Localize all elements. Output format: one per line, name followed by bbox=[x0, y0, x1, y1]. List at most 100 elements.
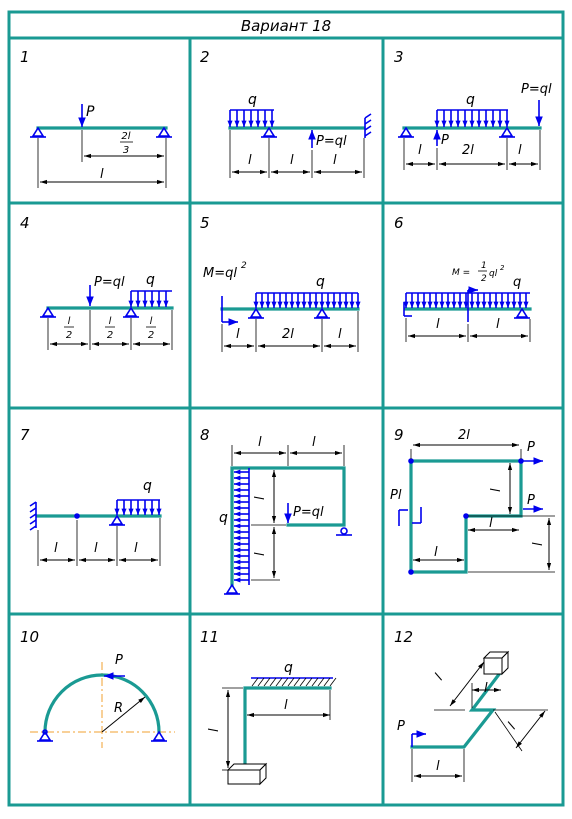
scheme-7: q l l l bbox=[29, 478, 162, 566]
cell8-len-v1: l bbox=[253, 496, 268, 500]
scheme-6: q M = 1 2 ql 2 l l bbox=[403, 261, 532, 342]
scheme-5: q M=ql 2 l 2l l bbox=[203, 261, 361, 352]
load-hatch bbox=[287, 677, 295, 687]
scheme-1: P 2l 3 l bbox=[30, 104, 172, 188]
cell-number-3: 3 bbox=[394, 48, 404, 66]
load-hatch bbox=[263, 677, 271, 687]
cell8-p-label: P=ql bbox=[293, 505, 324, 520]
cell-number-12: 12 bbox=[394, 628, 413, 646]
cell-number-7: 7 bbox=[20, 426, 30, 444]
cell2-p-label: P=ql bbox=[316, 134, 347, 149]
cell6-m-ql: ql bbox=[489, 269, 498, 279]
cell4-len1-den: 2 bbox=[66, 330, 72, 341]
cell4-len3-den: 2 bbox=[148, 330, 154, 341]
cell8-len-top1: l bbox=[258, 435, 262, 450]
load-hatch bbox=[275, 677, 283, 687]
cell10-p-label: P bbox=[115, 653, 123, 668]
cell2-len3: l bbox=[333, 153, 337, 168]
cell12-p-label: P bbox=[397, 719, 405, 734]
cell9-len-v1: l bbox=[489, 488, 504, 492]
cell3-pql-label: P=ql bbox=[521, 82, 552, 97]
load-hatch bbox=[323, 677, 331, 687]
cell4-len3-num: l bbox=[150, 316, 153, 327]
cell1-load-label: P bbox=[86, 104, 95, 120]
cell5-len1: l bbox=[236, 327, 240, 342]
cell12-len2: l bbox=[484, 681, 488, 696]
cell-number-4: 4 bbox=[20, 214, 30, 232]
cell-number-6: 6 bbox=[394, 214, 404, 232]
cell12-len1: l bbox=[432, 671, 446, 683]
cell8-len-v2: l bbox=[253, 552, 268, 556]
cell7-len2: l bbox=[94, 541, 98, 556]
cell10-r-label: R bbox=[114, 701, 123, 716]
cell6-len2: l bbox=[496, 317, 500, 332]
cell2-q-label: q bbox=[248, 92, 257, 108]
scheme-11: q l l bbox=[207, 660, 337, 786]
load-hatch bbox=[269, 677, 277, 687]
cell6-q-label: q bbox=[513, 275, 521, 290]
load-hatch bbox=[317, 677, 325, 687]
cell6-m-den: 2 bbox=[481, 274, 487, 284]
load-hatch bbox=[311, 677, 319, 687]
scheme-12: l l P l l bbox=[397, 650, 548, 782]
cell4-len2-den: 2 bbox=[107, 330, 113, 341]
cell1-frac-den: 3 bbox=[123, 145, 129, 156]
cell5-m-label: M=ql bbox=[203, 266, 237, 281]
cell8-len-top2: l bbox=[312, 435, 316, 450]
load-hatch bbox=[329, 677, 337, 687]
cell7-len1: l bbox=[54, 541, 58, 556]
cell2-len2: l bbox=[290, 153, 294, 168]
load-hatch bbox=[257, 677, 265, 687]
cell5-len3: l bbox=[338, 327, 342, 342]
cell3-len2: 2l bbox=[462, 143, 474, 158]
cell3-len1: l bbox=[418, 143, 422, 158]
load-hatch bbox=[305, 677, 313, 687]
cell1-length: l bbox=[100, 167, 104, 182]
cell6-m-num: 1 bbox=[481, 261, 487, 271]
load-hatch bbox=[293, 677, 301, 687]
scheme-3: q P=ql P l 2l l bbox=[398, 82, 552, 170]
cell-number-10: 10 bbox=[20, 628, 39, 646]
scheme-10: R P bbox=[30, 653, 175, 748]
cell6-m-exp: 2 bbox=[500, 264, 505, 272]
cell-number-5: 5 bbox=[200, 214, 210, 232]
cell9-p-mid: P bbox=[527, 493, 535, 508]
cell5-m-exp: 2 bbox=[241, 261, 247, 271]
cell3-p-label: P bbox=[441, 133, 449, 148]
cell9-p-top: P bbox=[527, 440, 535, 455]
cell9-len-h1: l bbox=[489, 516, 493, 531]
load-hatch bbox=[251, 677, 259, 687]
cell2-len1: l bbox=[248, 153, 252, 168]
cell-number-9: 9 bbox=[394, 426, 404, 444]
variant-title: Вариант 18 bbox=[241, 17, 331, 35]
cell1-frac-num: 2l bbox=[121, 131, 130, 142]
cell-number-1: 1 bbox=[20, 48, 30, 66]
cell4-q-label: q bbox=[146, 272, 155, 288]
load-hatch bbox=[299, 677, 307, 687]
cell3-len3: l bbox=[518, 143, 522, 158]
cell12-len4: l bbox=[436, 759, 440, 774]
cell4-len1-num: l bbox=[68, 316, 71, 327]
scheme-4: q P=ql l 2 l 2 l 2 bbox=[40, 272, 174, 350]
load-hatch bbox=[281, 677, 289, 687]
cell8-q-label: q bbox=[219, 510, 228, 526]
cell6-len1: l bbox=[436, 317, 440, 332]
cell9-pl-label: Pl bbox=[390, 488, 402, 503]
cell11-len-v: l bbox=[207, 728, 222, 732]
cell9-len-2l: 2l bbox=[458, 428, 470, 443]
cell4-len2-num: l bbox=[109, 316, 112, 327]
cell7-q-label: q bbox=[143, 478, 152, 494]
scheme-9: 2l P Pl l P l l l bbox=[390, 428, 555, 575]
cell9-len-v2: l bbox=[531, 542, 546, 546]
cell3-q-label: q bbox=[466, 92, 475, 108]
cell6-m-label: M = bbox=[452, 268, 470, 278]
cell9-len-h2: l bbox=[434, 545, 438, 560]
cell5-q-label: q bbox=[316, 274, 325, 290]
cell-number-8: 8 bbox=[200, 426, 210, 444]
cell-number-2: 2 bbox=[200, 48, 210, 66]
cell11-q-label: q bbox=[284, 660, 293, 676]
scheme-2: q P=ql l l l bbox=[227, 92, 372, 178]
cell7-len3: l bbox=[134, 541, 138, 556]
